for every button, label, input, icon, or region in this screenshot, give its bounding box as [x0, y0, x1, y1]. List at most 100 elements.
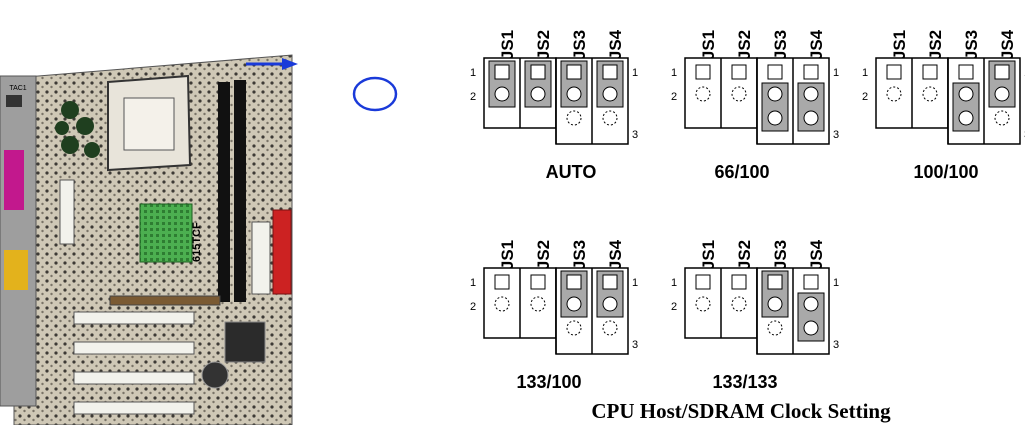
jumper-name-label: JS2 — [534, 240, 553, 270]
jumper-name-label: JS1 — [699, 240, 718, 270]
pin-label: 2 — [671, 301, 677, 313]
pin-label: 1 — [671, 67, 677, 79]
pin-label: 1 — [833, 277, 839, 289]
pin-label: 1 — [470, 277, 476, 289]
jumper-name-label: JS3 — [570, 240, 589, 270]
jumper-cap — [988, 60, 1016, 108]
pin-square — [886, 64, 902, 80]
pin-square — [922, 64, 938, 80]
pin-circle — [958, 86, 974, 102]
pin-circle — [767, 86, 783, 102]
jumper-name-label: JS3 — [771, 30, 790, 60]
pin-circle — [803, 86, 819, 102]
pin-circle — [602, 320, 618, 336]
jumper-setting: JS1JS2JS3JS41213100/100 — [862, 29, 1025, 182]
cpu-socket — [107, 74, 192, 172]
pin-square — [695, 64, 711, 80]
pin-square — [566, 64, 582, 80]
motherboard-illustration: TAC1 615TCF — [0, 54, 398, 425]
pin-square — [695, 274, 711, 290]
jumper-name-label: JS4 — [807, 239, 826, 270]
pin-circle — [566, 86, 582, 102]
jumper-name-label: JS4 — [606, 29, 625, 60]
pin-circle — [886, 86, 902, 102]
pin-square — [767, 64, 783, 80]
chipset — [224, 321, 266, 363]
pin-square — [767, 274, 783, 290]
pin-label: 3 — [833, 339, 839, 351]
pin-circle — [994, 110, 1010, 126]
jumper-name-label: JS1 — [699, 30, 718, 60]
setting-label: 66/100 — [714, 162, 769, 182]
jumper-location-ring — [352, 76, 398, 112]
pin-circle — [530, 86, 546, 102]
pci-slots — [73, 295, 221, 415]
heatsink — [139, 203, 193, 263]
pin-circle — [566, 110, 582, 126]
pin-label: 2 — [470, 91, 476, 103]
pin-circle — [602, 296, 618, 312]
atx-power-connector — [59, 179, 75, 245]
pin-circle — [731, 296, 747, 312]
jumper-setting: JS1 JS2 JS3 JS4 1 2 1 3 133/133 — [671, 239, 839, 392]
pin-square — [530, 64, 546, 80]
io-panel: TAC1 — [0, 75, 37, 407]
pin-circle — [602, 86, 618, 102]
pin-label: 1 — [833, 67, 839, 79]
pin-label: 1 — [632, 67, 638, 79]
pin-circle — [803, 296, 819, 312]
pin-circle — [566, 296, 582, 312]
pin-square — [803, 64, 819, 80]
setting-label: 100/100 — [913, 162, 978, 182]
pin-label: 3 — [833, 129, 839, 141]
setting-label: 133/100 — [516, 372, 581, 392]
pin-circle — [695, 86, 711, 102]
jumper-name-label: JS3 — [962, 30, 981, 60]
pin-circle — [767, 296, 783, 312]
pin-square — [530, 274, 546, 290]
io-label: TAC1 — [9, 85, 26, 92]
jumper-name-label: JS2 — [735, 240, 754, 270]
pin-square — [803, 274, 819, 290]
pin-label: 1 — [862, 67, 868, 79]
pin-square — [602, 64, 618, 80]
pin-label: 1 — [671, 277, 677, 289]
jumper-name-label: JS3 — [771, 240, 790, 270]
pin-square — [994, 64, 1010, 80]
jumper-name-label: JS1 — [498, 240, 517, 270]
pin-circle — [994, 86, 1010, 102]
jumper-name-label: JS2 — [926, 30, 945, 60]
jumper-name-label: JS3 — [570, 30, 589, 60]
pin-circle — [767, 110, 783, 126]
ram-slots — [218, 80, 246, 302]
pin-label: 2 — [862, 91, 868, 103]
pin-circle — [803, 110, 819, 126]
pin-label: 3 — [632, 129, 638, 141]
setting-label: 133/133 — [712, 372, 777, 392]
pin-label: 1 — [470, 67, 476, 79]
jumper-name-label: JS2 — [735, 30, 754, 60]
pin-square — [494, 64, 510, 80]
ide-connectors — [251, 209, 292, 295]
pin-square — [731, 274, 747, 290]
pin-circle — [566, 320, 582, 336]
jumper-name-label: JS1 — [498, 30, 517, 60]
jumper-name-label: JS1 — [890, 30, 909, 60]
pin-label: 3 — [632, 339, 638, 351]
pin-circle — [602, 110, 618, 126]
pin-circle — [958, 110, 974, 126]
jumper-name-label: JS2 — [534, 30, 553, 60]
capacitors — [55, 101, 100, 158]
pin-circle — [731, 86, 747, 102]
pin-circle — [803, 320, 819, 336]
pin-circle — [767, 320, 783, 336]
jumper-name-label: JS4 — [807, 29, 826, 60]
pin-circle — [494, 86, 510, 102]
pin-circle — [695, 296, 711, 312]
pin-square — [958, 64, 974, 80]
